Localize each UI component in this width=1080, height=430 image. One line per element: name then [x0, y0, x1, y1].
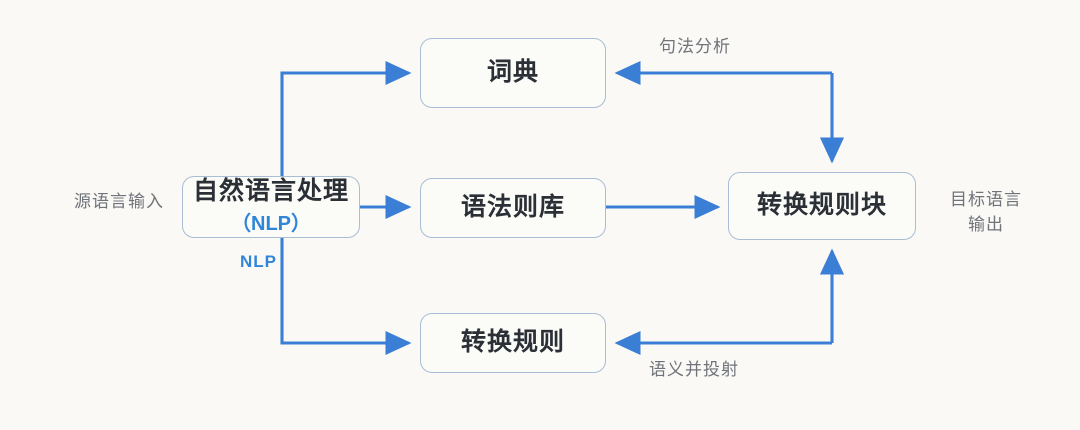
node-dictionary-label: 词典	[486, 58, 539, 87]
node-dictionary[interactable]: 词典	[420, 38, 606, 108]
node-transfer-rule-block-label: 转换规则块	[756, 191, 887, 220]
label-target-language-output: 目标语言 输出	[934, 188, 1038, 237]
node-transfer-rule[interactable]: 转换规则	[420, 313, 606, 373]
node-transfer-rule-block[interactable]: 转换规则块	[728, 172, 916, 240]
node-grammar-rule-base-label: 语法则库	[460, 193, 565, 222]
edge-label-nlp: NLP	[240, 252, 277, 271]
label-target-language-output-line2: 输出	[968, 214, 1004, 234]
label-target-language-output-line1: 目标语言	[950, 190, 1022, 209]
edge-label-semantic-projection: 语义并投射	[649, 360, 739, 379]
edge-nlp-to-dictionary	[280, 60, 412, 176]
node-nlp-label: 自然语言处理	[192, 177, 349, 206]
node-natural-language-processing[interactable]: 自然语言处理 （NLP）	[182, 176, 360, 238]
node-transfer-rule-label: 转换规则	[460, 328, 565, 357]
edge-nlp-to-transfer-rule	[280, 238, 412, 356]
node-nlp-sublabel: （NLP）	[231, 212, 311, 235]
edge-label-syntactic-analysis: 句法分析	[659, 37, 731, 56]
label-source-language-input: 源语言输入	[74, 192, 164, 211]
node-grammar-rule-base[interactable]: 语法则库	[420, 178, 606, 238]
